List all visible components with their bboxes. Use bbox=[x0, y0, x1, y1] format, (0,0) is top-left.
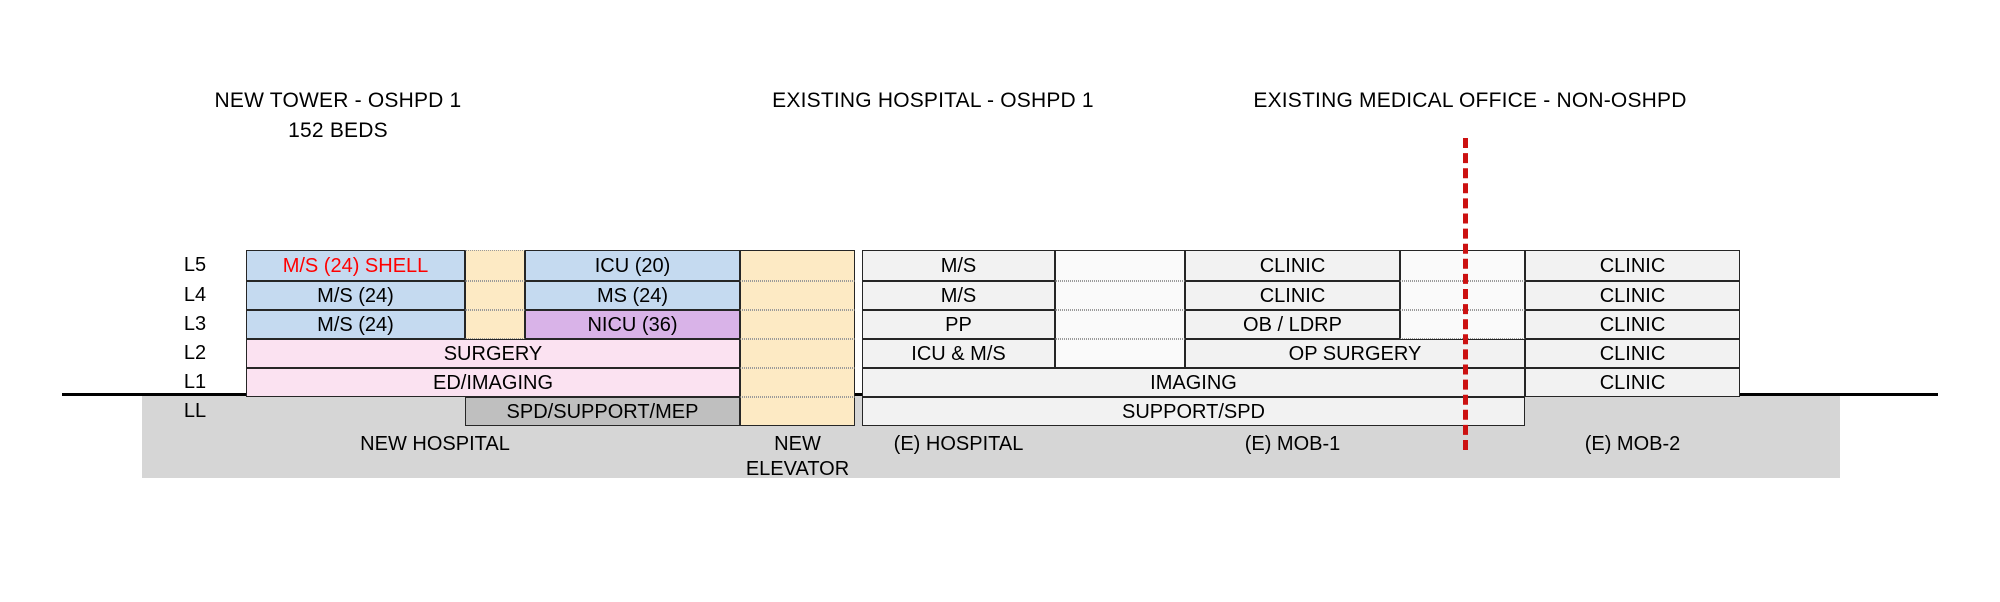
cell-l1-elevator bbox=[740, 368, 855, 397]
level-label-l1: L1 bbox=[183, 371, 207, 393]
cell-label: OP SURGERY bbox=[1288, 342, 1422, 365]
cell-l4-tower-b: MS (24) bbox=[525, 281, 740, 310]
cell-l5-gap-d bbox=[1055, 250, 1185, 281]
header-line: EXISTING MEDICAL OFFICE - NON-OSHPD bbox=[1253, 89, 1687, 112]
cell-l2-gap-d bbox=[1055, 339, 1185, 368]
caption-line: (E) MOB-2 bbox=[1584, 433, 1681, 455]
cell-l4-elevator bbox=[740, 281, 855, 310]
cell-l5-tower-gap bbox=[465, 250, 525, 281]
cell-l3-gap-d bbox=[1055, 310, 1185, 339]
cell-ll-spd-support: SPD/SUPPORT/MEP bbox=[465, 397, 740, 426]
cell-l3-tower-b: NICU (36) bbox=[525, 310, 740, 339]
cell-label: SUPPORT/SPD bbox=[1122, 400, 1265, 423]
cell-l4-hospital-e: CLINIC bbox=[1185, 281, 1400, 310]
caption-e-mob-1: (E) MOB-1 bbox=[1185, 432, 1400, 457]
cell-label: CLINIC bbox=[1599, 313, 1666, 336]
cell-l3-hospital-e: OB / LDRP bbox=[1185, 310, 1400, 339]
level-label-l4: L4 bbox=[183, 284, 207, 306]
cell-l5-tower-b: ICU (20) bbox=[525, 250, 740, 281]
header-existing-mob: EXISTING MEDICAL OFFICE - NON-OSHPD bbox=[1190, 86, 1750, 116]
cell-l5-hospital-c: M/S bbox=[862, 250, 1055, 281]
cell-label: PP bbox=[945, 313, 972, 336]
cell-l1-imaging: IMAGING bbox=[862, 368, 1525, 397]
header-line: NEW TOWER - OSHPD 1 bbox=[214, 89, 462, 112]
cell-label: CLINIC bbox=[1259, 284, 1326, 307]
cell-label: MS (24) bbox=[596, 284, 669, 307]
cell-l3-gap-f bbox=[1400, 310, 1525, 339]
cell-l2-elevator bbox=[740, 339, 855, 368]
cell-l5-elevator bbox=[740, 250, 855, 281]
header-line: 152 BEDS bbox=[288, 119, 388, 142]
caption-line: ELEVATOR bbox=[745, 458, 850, 480]
header-line: EXISTING HOSPITAL - OSHPD 1 bbox=[772, 89, 1094, 112]
cell-l3-hospital-c: PP bbox=[862, 310, 1055, 339]
level-label-l3: L3 bbox=[183, 313, 207, 335]
cell-label: CLINIC bbox=[1599, 284, 1666, 307]
cell-l5-gap-f bbox=[1400, 250, 1525, 281]
cell-l2-op-surgery: OP SURGERY bbox=[1185, 339, 1525, 368]
cell-l3-elevator bbox=[740, 310, 855, 339]
cell-l5-mob-2: CLINIC bbox=[1525, 250, 1740, 281]
cell-label: OB / LDRP bbox=[1243, 313, 1342, 336]
cell-l3-tower-a: M/S (24) bbox=[246, 310, 465, 339]
caption-line: NEW bbox=[774, 433, 821, 455]
cell-l2-hospital-c: ICU & M/S bbox=[862, 339, 1055, 368]
cell-label: IMAGING bbox=[1150, 371, 1237, 394]
cell-l2-tower-surgery: SURGERY bbox=[246, 339, 740, 368]
caption-e-hospital: (E) HOSPITAL bbox=[862, 432, 1055, 457]
cell-l4-gap-f bbox=[1400, 281, 1525, 310]
cell-label: CLINIC bbox=[1599, 371, 1666, 394]
cell-l1-mob-2: CLINIC bbox=[1525, 368, 1740, 397]
cell-l5-tower-a: M/S (24) SHELL bbox=[246, 250, 465, 281]
scope-dashed-line bbox=[1463, 138, 1468, 450]
cell-l3-mob-2: CLINIC bbox=[1525, 310, 1740, 339]
caption-line: NEW HOSPITAL bbox=[360, 433, 510, 455]
cell-l4-tower-gap bbox=[465, 281, 525, 310]
level-label-l2: L2 bbox=[183, 342, 207, 364]
level-label-ll: LL bbox=[183, 400, 207, 422]
caption-new-elevator: NEW ELEVATOR bbox=[740, 432, 855, 482]
cell-l5-hospital-e: CLINIC bbox=[1185, 250, 1400, 281]
cell-ll-support-spd: SUPPORT/SPD bbox=[862, 397, 1525, 426]
cell-label: NICU (36) bbox=[587, 313, 678, 336]
cell-label: ED/IMAGING bbox=[432, 371, 553, 394]
caption-line: (E) MOB-1 bbox=[1244, 433, 1341, 455]
cell-ll-elevator bbox=[740, 397, 855, 426]
cell-l3-tower-gap bbox=[465, 310, 525, 339]
level-label-l5: L5 bbox=[183, 254, 207, 276]
header-new-tower: NEW TOWER - OSHPD 1 152 BEDS bbox=[193, 86, 483, 146]
cell-label: M/S (24) bbox=[317, 313, 394, 336]
header-existing-hosp: EXISTING HOSPITAL - OSHPD 1 bbox=[718, 86, 1148, 116]
cell-l4-gap-d bbox=[1055, 281, 1185, 310]
cell-label: ICU & M/S bbox=[911, 342, 1006, 365]
cell-label: SPD/SUPPORT/MEP bbox=[506, 400, 699, 423]
cell-label: M/S (24) bbox=[317, 284, 394, 307]
cell-l4-hospital-c: M/S bbox=[862, 281, 1055, 310]
caption-line: (E) HOSPITAL bbox=[893, 433, 1024, 455]
cell-l4-tower-a: M/S (24) bbox=[246, 281, 465, 310]
cell-label: CLINIC bbox=[1599, 254, 1666, 277]
cell-l4-mob-2: CLINIC bbox=[1525, 281, 1740, 310]
cell-label: M/S (24) SHELL bbox=[282, 254, 429, 277]
cell-label: M/S bbox=[940, 254, 977, 277]
cell-label: CLINIC bbox=[1599, 342, 1666, 365]
caption-e-mob-2: (E) MOB-2 bbox=[1525, 432, 1740, 457]
cell-label: SURGERY bbox=[443, 342, 543, 365]
cell-label: CLINIC bbox=[1259, 254, 1326, 277]
cell-l1-tower-ed: ED/IMAGING bbox=[246, 368, 740, 397]
cell-l2-mob-2: CLINIC bbox=[1525, 339, 1740, 368]
cell-label: M/S bbox=[940, 284, 977, 307]
cell-label: ICU (20) bbox=[594, 254, 671, 277]
caption-new-hospital: NEW HOSPITAL bbox=[300, 432, 570, 457]
